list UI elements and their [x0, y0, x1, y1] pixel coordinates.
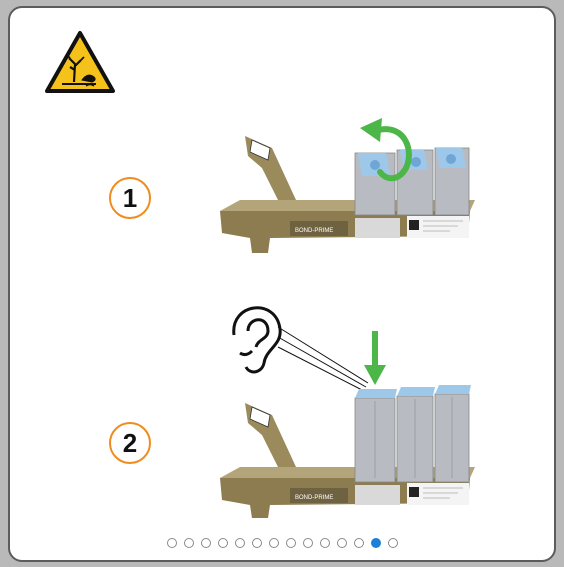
carousel-dot-14[interactable] — [388, 538, 398, 548]
carousel-dot-8[interactable] — [286, 538, 296, 548]
step-number-1: 1 — [109, 177, 151, 219]
carousel-dot-9[interactable] — [303, 538, 313, 548]
tray-label-1: BOND-PRIME — [295, 228, 333, 234]
tray-label-2: BOND-PRIME — [295, 495, 333, 501]
reagent-containers — [355, 385, 471, 482]
step-1-illustration: BOND-PRIME — [210, 108, 480, 258]
carousel-dot-2[interactable] — [184, 538, 194, 548]
carousel-dot-13[interactable] — [371, 538, 381, 548]
press-down-arrow-icon — [364, 331, 386, 385]
reagent-containers — [355, 148, 469, 215]
carousel-dot-7[interactable] — [269, 538, 279, 548]
environmental-hazard-icon — [44, 30, 116, 94]
carousel-dot-3[interactable] — [201, 538, 211, 548]
ear-icon — [234, 308, 280, 372]
carousel-dot-4[interactable] — [218, 538, 228, 548]
sound-lines — [278, 327, 368, 391]
step-number-2: 2 — [109, 422, 151, 464]
carousel-pagination — [10, 538, 554, 548]
instruction-card: 1 BOND-PRIME — [8, 6, 556, 562]
carousel-dot-10[interactable] — [320, 538, 330, 548]
carousel-dot-6[interactable] — [252, 538, 262, 548]
carousel-dot-11[interactable] — [337, 538, 347, 548]
carousel-dot-12[interactable] — [354, 538, 364, 548]
carousel-dot-5[interactable] — [235, 538, 245, 548]
step-2-illustration: BOND-PRIME — [220, 293, 490, 518]
carousel-dot-1[interactable] — [167, 538, 177, 548]
